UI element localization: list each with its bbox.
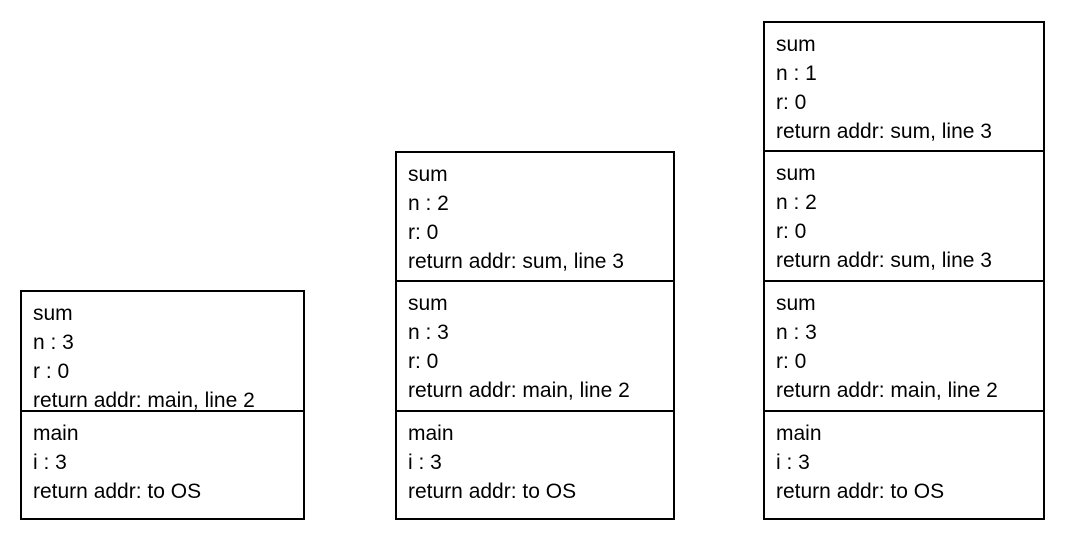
frame-variable: r: 0: [776, 220, 807, 243]
frame-function-name: sum: [776, 292, 816, 315]
frame-variable: n : 2: [776, 191, 817, 214]
stack-frame-sum: sum n : 3 r: 0 return addr: main, line 2: [395, 280, 675, 412]
stack-frame-main: main i : 3 return addr: to OS: [20, 410, 305, 520]
frame-variable: i : 3: [776, 451, 810, 474]
frame-variable: r: 0: [408, 350, 439, 373]
frame-function-name: sum: [776, 162, 816, 185]
frame-return-addr: return addr: main, line 2: [776, 379, 998, 402]
call-stack-snapshot-3: sum n : 1 r: 0 return addr: sum, line 3 …: [763, 21, 1045, 520]
frame-function-name: sum: [408, 292, 448, 315]
frame-return-addr: return addr: to OS: [33, 480, 202, 503]
stack-frame-main: main i : 3 return addr: to OS: [763, 410, 1045, 520]
frame-return-addr: return addr: sum, line 3: [408, 250, 624, 273]
frame-variable: n : 1: [776, 62, 817, 85]
frame-variable: n : 3: [776, 321, 817, 344]
frame-return-addr: return addr: main, line 2: [33, 389, 255, 412]
frame-function-name: sum: [33, 302, 73, 325]
call-stack-snapshot-1: sum n : 3 r : 0 return addr: main, line …: [20, 290, 305, 520]
frame-variable: r: 0: [408, 221, 439, 244]
frame-function-name: main: [776, 422, 822, 445]
frame-function-name: sum: [408, 163, 448, 186]
stack-frame-sum: sum n : 2 r: 0 return addr: sum, line 3: [395, 151, 675, 282]
stack-frame-sum: sum n : 2 r: 0 return addr: sum, line 3: [763, 150, 1045, 282]
frame-variable: r: 0: [776, 350, 807, 373]
frame-variable: r: 0: [776, 91, 807, 114]
frame-function-name: sum: [776, 33, 816, 56]
frame-variable: n : 2: [408, 192, 449, 215]
frame-return-addr: return addr: to OS: [776, 480, 945, 503]
frame-variable: i : 3: [408, 451, 442, 474]
frame-variable: n : 3: [33, 331, 74, 354]
frame-function-name: main: [408, 422, 454, 445]
frame-return-addr: return addr: to OS: [408, 480, 577, 503]
frame-variable: i : 3: [33, 451, 67, 474]
frame-return-addr: return addr: sum, line 3: [776, 120, 992, 143]
stack-frame-main: main i : 3 return addr: to OS: [395, 410, 675, 520]
frame-return-addr: return addr: sum, line 3: [776, 249, 992, 272]
stack-frame-sum: sum n : 3 r: 0 return addr: main, line 2: [763, 280, 1045, 412]
frame-function-name: main: [33, 422, 79, 445]
frame-variable: n : 3: [408, 321, 449, 344]
frame-return-addr: return addr: main, line 2: [408, 379, 630, 402]
frame-variable: r : 0: [33, 360, 70, 383]
call-stack-snapshot-2: sum n : 2 r: 0 return addr: sum, line 3 …: [395, 151, 675, 520]
stack-frame-sum: sum n : 3 r : 0 return addr: main, line …: [20, 290, 305, 412]
stack-frame-sum: sum n : 1 r: 0 return addr: sum, line 3: [763, 21, 1045, 152]
